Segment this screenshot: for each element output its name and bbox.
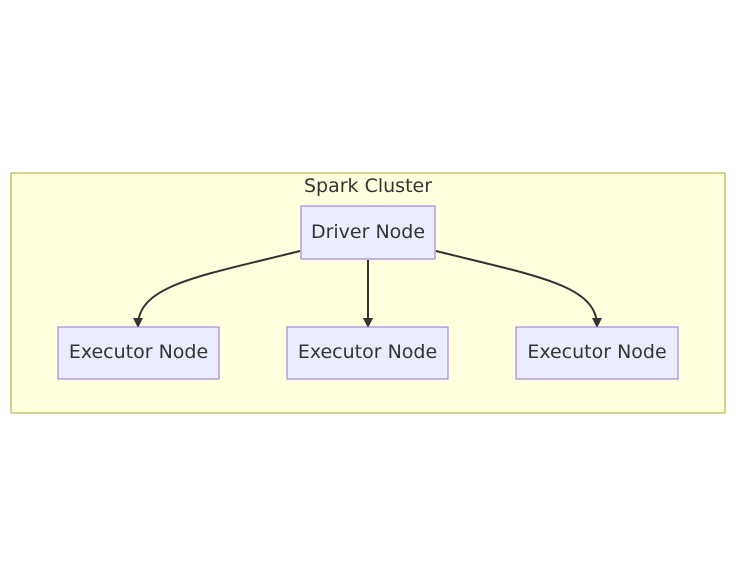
node-executor-1[interactable]: Executor Node	[57, 326, 220, 380]
executor-node-label: Executor Node	[527, 341, 666, 363]
executor-node-label: Executor Node	[298, 341, 437, 363]
node-driver[interactable]: Driver Node	[300, 205, 436, 260]
driver-node-label: Driver Node	[311, 221, 425, 243]
edges	[133, 250, 602, 328]
executor-node-box[interactable]	[57, 326, 220, 380]
node-executor-2[interactable]: Executor Node	[286, 326, 449, 380]
node-executor-3[interactable]: Executor Node	[515, 326, 679, 380]
cluster-label: Spark Cluster	[304, 175, 432, 197]
edge-driver-to-executor-3	[435, 250, 602, 328]
executor-node-box[interactable]	[286, 326, 449, 380]
executor-node-box[interactable]	[515, 326, 679, 380]
executor-node-label: Executor Node	[69, 341, 208, 363]
driver-node-box[interactable]	[300, 205, 436, 260]
edge-driver-to-executor-1	[133, 250, 301, 328]
